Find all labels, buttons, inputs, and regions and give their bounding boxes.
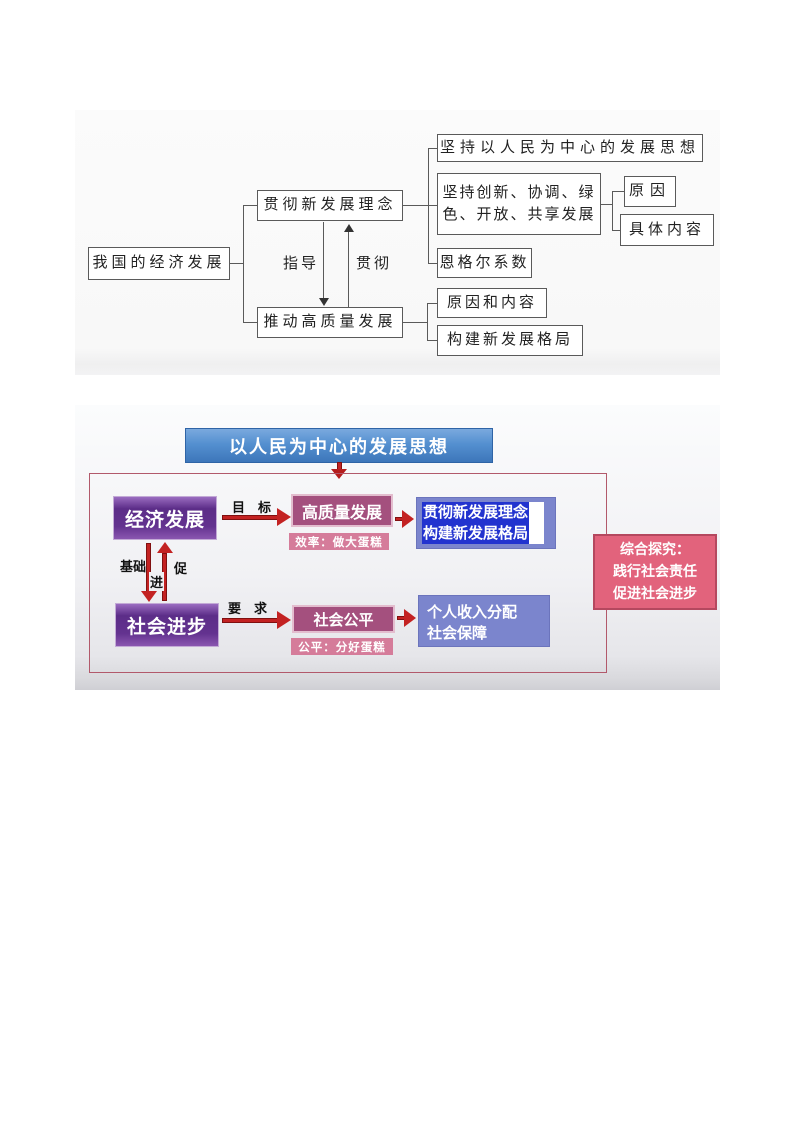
connector-line xyxy=(428,148,437,149)
node-specific-content: 具体内容 xyxy=(620,214,714,246)
label-cu: 促 xyxy=(174,561,188,576)
implement-arrow-shaft xyxy=(348,232,349,307)
label-guide: 指导 xyxy=(283,256,320,272)
node-comprehensive-exploration: 综合探究： 践行社会责任 促进社会进步 xyxy=(593,534,717,610)
tag-fairness: 公平：分好蛋糕 xyxy=(291,638,393,655)
highlight-line2: 构建新发展格局 xyxy=(422,523,530,544)
tag-efficiency: 效率：做大蛋糕 xyxy=(289,533,389,550)
node-reason-and-content: 原因和内容 xyxy=(437,288,547,318)
label-basis: 基础 xyxy=(120,559,147,574)
node-social-fairness: 社会公平 xyxy=(292,605,395,633)
node-social-progress: 社会进步 xyxy=(115,603,219,647)
security-line: 社会保障 xyxy=(427,625,488,642)
node-concept-pattern: 贯彻新发展理念 构建新发展格局 xyxy=(416,497,556,549)
node-new-development-concept: 贯彻新发展理念 xyxy=(257,190,403,221)
label-implement: 贯彻 xyxy=(356,256,393,272)
connector-line xyxy=(427,303,428,340)
connector-line xyxy=(601,204,612,205)
requirement-arrow-shaft xyxy=(222,618,278,623)
short-arrowhead2-right-icon xyxy=(404,609,416,627)
connector-line xyxy=(612,191,613,230)
title-people-centered: 以人民为中心的发展思想 xyxy=(185,428,493,463)
node-china-economy: 我国的经济发展 xyxy=(88,247,230,280)
goal-arrow-shaft xyxy=(222,515,278,520)
connector-line xyxy=(243,205,244,323)
implement-arrowhead-up-icon xyxy=(344,224,354,232)
bottom-diagram-panel: 以人民为中心的发展思想 经济发展 目 标 高质量发展 效率：做大蛋糕 贯彻新发展… xyxy=(75,405,720,690)
node-five-concepts: 坚持创新、协调、绿 色、开放、共享发展 xyxy=(437,173,601,235)
income-line: 个人收入分配 xyxy=(427,604,518,621)
node-people-centered: 坚持以人民为中心的发展思想 xyxy=(437,134,703,162)
title-arrowhead-down-icon xyxy=(331,469,347,479)
node-income-security: 个人收入分配 社会保障 xyxy=(418,595,550,647)
goal-arrowhead-right-icon xyxy=(277,508,291,526)
connector-line xyxy=(428,263,437,264)
guide-arrow-shaft xyxy=(323,222,324,298)
five-concepts-line2: 色、开放、共享发展 xyxy=(442,207,596,223)
label-requirement: 要 求 xyxy=(228,601,268,616)
connector-line xyxy=(427,303,437,304)
node-economic-development: 经济发展 xyxy=(113,496,217,540)
highlight-line1: 贯彻新发展理念 xyxy=(422,502,530,523)
connector-line xyxy=(612,230,620,231)
node-engel-coefficient: 恩格尔系数 xyxy=(437,248,532,278)
connector-line xyxy=(403,322,427,323)
node-high-quality-development: 推动高质量发展 xyxy=(257,307,403,338)
label-jin: 进 xyxy=(149,572,165,591)
label-goal: 目 标 xyxy=(232,500,272,515)
explore-line3: 促进社会进步 xyxy=(613,584,697,601)
connector-line xyxy=(230,263,243,264)
short-arrowhead1-right-icon xyxy=(402,510,414,528)
connector-line xyxy=(427,340,437,341)
connector-line xyxy=(428,148,429,263)
connector-line xyxy=(612,191,624,192)
five-concepts-line1: 坚持创新、协调、绿 xyxy=(442,184,596,201)
requirement-arrowhead-right-icon xyxy=(277,611,291,629)
promote-arrowhead-up-icon xyxy=(157,542,173,553)
basis-arrowhead-down-icon xyxy=(141,591,157,602)
top-diagram-panel: 我国的经济发展 贯彻新发展理念 推动高质量发展 坚持以人民为中心的发展思想 坚持… xyxy=(75,110,720,375)
node-high-quality: 高质量发展 xyxy=(291,494,393,527)
highlight-white-field: 贯彻新发展理念 构建新发展格局 xyxy=(422,502,544,544)
node-new-development-pattern: 构建新发展格局 xyxy=(437,325,583,356)
connector-line xyxy=(403,205,437,206)
explore-line2: 践行社会责任 xyxy=(613,563,697,580)
connector-line xyxy=(243,205,257,206)
node-reason: 原因 xyxy=(624,176,676,207)
connector-line xyxy=(243,322,257,323)
guide-arrowhead-down-icon xyxy=(319,298,329,306)
explore-title: 综合探究： xyxy=(620,541,690,558)
